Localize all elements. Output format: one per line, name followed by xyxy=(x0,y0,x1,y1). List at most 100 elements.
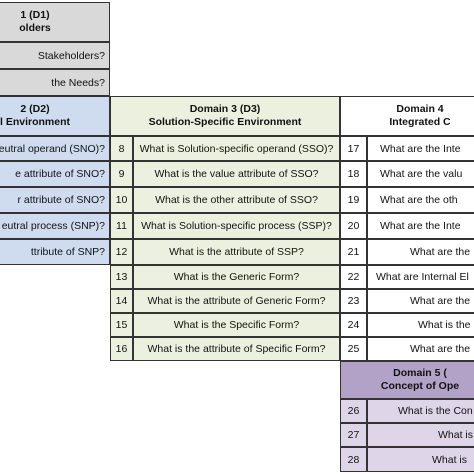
d1-row-2: the Needs? xyxy=(0,69,110,96)
d2-row-5-text: ttribute of SNP? xyxy=(30,246,105,258)
d3-num-12-text: 12 xyxy=(115,246,128,258)
d4-num-23: 23 xyxy=(340,289,367,313)
d3-num-14-text: 14 xyxy=(115,295,128,307)
d3-num-10-text: 10 xyxy=(115,194,128,206)
d3-num-11-text: 11 xyxy=(116,220,127,232)
d2-row-3-text: r attribute of SNO? xyxy=(17,194,105,206)
d4-question-23: What are the xyxy=(367,289,474,313)
d2-row-3: r attribute of SNO? xyxy=(0,187,110,213)
d5-question-26-text: What is the Con xyxy=(398,405,473,417)
d4-num-20-text: 20 xyxy=(347,220,360,232)
d3-question-9-text: What is the value attribute of SSO? xyxy=(154,168,319,180)
d1-header: 1 (D1) olders xyxy=(0,2,110,42)
d4-num-21-text: 21 xyxy=(347,246,360,258)
d3-question-12-text: What is the attribute of SSP? xyxy=(169,246,304,258)
d3-question-12: What is the attribute of SSP? xyxy=(133,239,340,265)
d5-question-28: What is xyxy=(367,447,474,472)
d3-num-14: 14 xyxy=(110,289,133,313)
d4-question-21-text: What are the xyxy=(410,246,471,258)
d5-num-27: 27 xyxy=(340,423,367,447)
d4-num-22-text: 22 xyxy=(347,271,360,283)
d3-question-15: What is the Specific Form? xyxy=(133,313,340,337)
d3-num-9: 9 xyxy=(110,161,133,187)
d5-header: Domain 5 ( Concept of Ope xyxy=(340,361,474,399)
d4-question-17: What are the Inte xyxy=(367,136,474,161)
d2-title-line1: 2 (D2) xyxy=(20,103,50,115)
d3-num-13-text: 13 xyxy=(115,271,128,283)
d1-title-line1: 1 (D1) xyxy=(20,9,50,21)
d4-question-19: What are the oth xyxy=(367,187,474,213)
d2-row-2: e attribute of SNO? xyxy=(0,161,110,187)
d3-title-line2: Solution-Specific Environment xyxy=(148,116,302,128)
d4-num-24: 24 xyxy=(340,313,367,337)
d4-question-24-text: What is the xyxy=(418,319,471,331)
d4-question-21: What are the xyxy=(367,239,474,265)
d5-num-28-text: 28 xyxy=(347,453,360,466)
d4-question-22: What are Internal El xyxy=(367,265,474,289)
d4-question-19-text: What are the oth xyxy=(380,194,458,206)
d3-num-13: 13 xyxy=(110,265,133,289)
d3-question-10-text: What is the other attribute of SSO? xyxy=(155,194,318,206)
d3-question-15-text: What is the Specific Form? xyxy=(173,319,300,331)
d4-num-19-text: 19 xyxy=(347,194,360,206)
d3-title-line1: Domain 3 (D3) xyxy=(189,103,261,115)
d5-question-28-text: What is xyxy=(432,453,468,466)
d4-title-line1: Domain 4 xyxy=(396,103,444,115)
d3-question-11-text: What is Solution-specific process (SSP)? xyxy=(141,220,332,232)
d5-num-26: 26 xyxy=(340,399,367,423)
d3-num-12: 12 xyxy=(110,239,133,265)
d1-row-2-text: the Needs? xyxy=(51,76,105,89)
d4-num-25-text: 25 xyxy=(347,343,360,355)
d3-question-8: What is Solution-specific operand (SSO)? xyxy=(133,136,340,161)
d5-question-27: What is xyxy=(367,423,474,447)
d3-question-13: What is the Generic Form? xyxy=(133,265,340,289)
d5-num-28: 28 xyxy=(340,447,367,472)
d4-question-17-text: What are the Inte xyxy=(380,142,461,155)
d3-question-16: What is the attribute of Specific Form? xyxy=(133,337,340,361)
d3-num-15: 15 xyxy=(110,313,133,337)
d3-question-11: What is Solution-specific process (SSP)? xyxy=(133,213,340,239)
d4-question-23-text: What are the xyxy=(410,295,471,307)
d4-question-20-text: What are the Inte xyxy=(380,220,461,232)
d4-question-18-text: What are the valu xyxy=(380,168,463,180)
d2-row-5: ttribute of SNP? xyxy=(0,239,110,265)
d2-title-line2: l Environment xyxy=(0,116,70,128)
d2-row-1-text: eutral operand (SNO)? xyxy=(0,142,105,155)
d5-question-27-text: What is xyxy=(438,429,474,441)
d3-question-13-text: What is the Generic Form? xyxy=(173,271,300,283)
d5-title-line1: Domain 5 ( xyxy=(393,367,447,379)
d2-row-4: eutral process (SNP)? xyxy=(0,213,110,239)
d3-header: Domain 3 (D3) Solution-Specific Environm… xyxy=(110,96,340,136)
d4-num-25: 25 xyxy=(340,337,367,361)
d4-question-20: What are the Inte xyxy=(367,213,474,239)
d2-row-2-text: e attribute of SNO? xyxy=(15,168,105,180)
d2-row-1: eutral operand (SNO)? xyxy=(0,136,110,161)
d1-title-line2: olders xyxy=(19,22,51,34)
d4-question-25: What are the xyxy=(367,337,474,361)
d3-question-14: What is the attribute of Generic Form? xyxy=(133,289,340,313)
d4-num-18: 18 xyxy=(340,161,367,187)
d4-question-18: What are the valu xyxy=(367,161,474,187)
d4-question-25-text: What are the xyxy=(410,343,471,355)
d3-num-8-text: 8 xyxy=(118,142,125,155)
d2-header: 2 (D2) l Environment xyxy=(0,96,110,136)
d1-row-1-text: Stakeholders? xyxy=(37,49,105,62)
d3-num-9-text: 9 xyxy=(118,168,125,180)
d4-num-18-text: 18 xyxy=(347,168,360,180)
d3-question-14-text: What is the attribute of Generic Form? xyxy=(147,295,326,307)
d4-num-21: 21 xyxy=(340,239,367,265)
d4-question-24: What is the xyxy=(367,313,474,337)
d1-row-1: Stakeholders? xyxy=(0,42,110,69)
d4-num-19: 19 xyxy=(340,187,367,213)
d3-num-8: 8 xyxy=(110,136,133,161)
d4-num-23-text: 23 xyxy=(347,295,360,307)
d4-num-24-text: 24 xyxy=(347,319,360,331)
d3-num-16-text: 16 xyxy=(115,343,128,355)
d5-question-26: What is the Con xyxy=(367,399,474,423)
d2-row-4-text: eutral process (SNP)? xyxy=(1,220,105,232)
d3-question-8-text: What is Solution-specific operand (SSO)? xyxy=(139,142,334,155)
d3-num-15-text: 15 xyxy=(115,319,128,331)
d4-num-17: 17 xyxy=(340,136,367,161)
d5-num-27-text: 27 xyxy=(347,429,360,441)
d4-header: Domain 4 Integrated C xyxy=(340,96,474,136)
